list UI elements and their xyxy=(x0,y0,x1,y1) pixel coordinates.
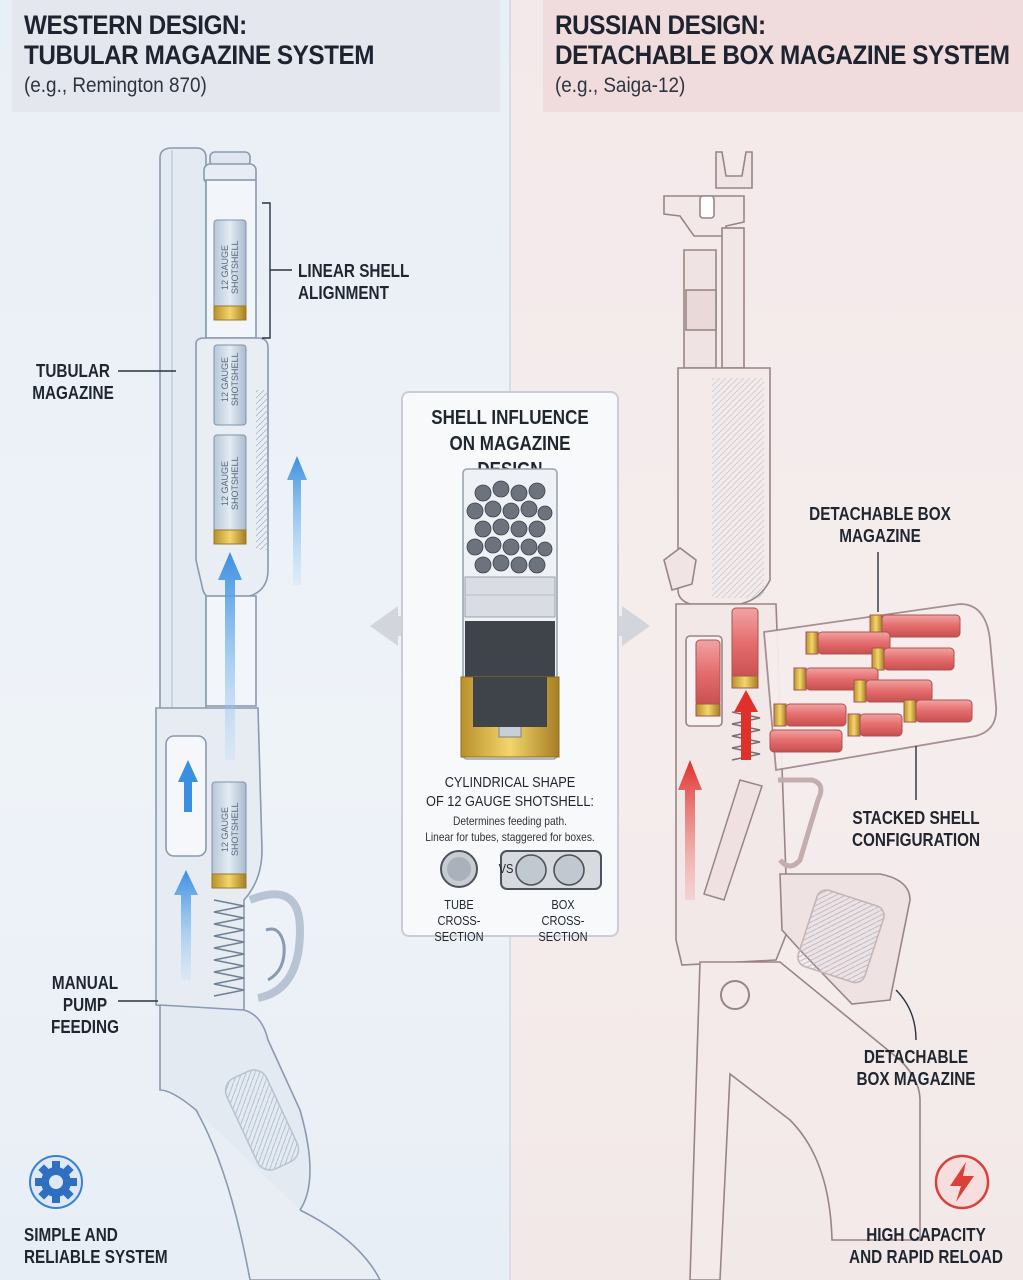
russian-header: RUSSIAN DESIGN: DETACHABLE BOX MAGAZINE … xyxy=(543,0,1023,112)
center-caption-1: CYLINDRICAL SHAPE xyxy=(444,774,576,791)
label-high-capacity: HIGH CAPACITY AND RAPID RELOAD xyxy=(841,1224,1011,1268)
box-label-2: CROSS-SECTION xyxy=(538,913,588,944)
shell-influence-panel: SHELL INFLUENCE ON MAGAZINE DESIGN CYLIN… xyxy=(401,391,619,944)
shell-text-5: 12 GAUGE xyxy=(220,461,230,506)
label-linear-shell-1: LINEAR SHELL xyxy=(298,261,410,281)
pump-shotgun xyxy=(155,147,381,1280)
shell-text-6: SHOTSHELL xyxy=(230,456,240,510)
tube-cross-label: TUBE CROSS-SECTION xyxy=(417,897,502,945)
center-note-2: Linear for tubes, staggered for boxes. xyxy=(425,830,595,844)
label-manual-pump: MANUAL PUMP FEEDING xyxy=(43,972,126,1038)
label-detachable-bottom-2: BOX MAGAZINE xyxy=(856,1069,976,1089)
shell-text-7: 12 GAUGE xyxy=(220,807,230,852)
tube-label-2: CROSS-SECTION xyxy=(434,913,484,944)
label-tubular-1: TUBULAR xyxy=(36,361,110,381)
feed-arrows-red xyxy=(678,690,758,900)
western-subtitle: (e.g., Remington 870) xyxy=(24,74,207,97)
shotshell-cutaway xyxy=(460,468,560,760)
label-detachable-bottom: DETACHABLE BOX MAGAZINE xyxy=(840,1046,993,1090)
label-linear-shell-2: ALIGNMENT xyxy=(298,283,389,303)
label-stacked-1: STACKED SHELL xyxy=(852,808,980,828)
label-simple-1: SIMPLE AND xyxy=(24,1225,118,1245)
label-high-2: AND RAPID RELOAD xyxy=(849,1247,1003,1267)
box-magazine xyxy=(695,603,998,901)
label-manual-2: PUMP xyxy=(62,995,108,1015)
russian-leaders xyxy=(877,552,917,1041)
label-simple-reliable: SIMPLE AND RELIABLE SYSTEM xyxy=(24,1224,168,1268)
lightning-icon xyxy=(934,1154,990,1210)
shell-text-2: SHOTSHELL xyxy=(230,240,240,294)
label-stacked-2: CONFIGURATION xyxy=(851,830,981,850)
saiga-shotgun xyxy=(663,151,921,1280)
feed-arrows-blue xyxy=(174,456,307,980)
label-linear-shell: LINEAR SHELL ALIGNMENT xyxy=(298,260,409,304)
center-caption: CYLINDRICAL SHAPE OF 12 GAUGE SHOTSHELL: xyxy=(419,773,601,811)
label-detachable-top: DETACHABLE BOX MAGAZINE xyxy=(804,503,957,547)
western-title-line1: WESTERN DESIGN: xyxy=(24,10,247,40)
cross-section-compare xyxy=(440,850,602,890)
shell-text-1: 12 GAUGE xyxy=(220,245,230,290)
shell-labels: 12 GAUGE SHOTSHELL 12 GAUGE SHOTSHELL 12… xyxy=(220,240,240,856)
label-manual-1: MANUAL xyxy=(51,973,119,993)
tube-shells xyxy=(211,219,247,997)
label-tubular-2: MAGAZINE xyxy=(32,383,114,403)
western-header: WESTERN DESIGN: TUBULAR MAGAZINE SYSTEM … xyxy=(12,0,500,112)
shell-text-8: SHOTSHELL xyxy=(230,802,240,856)
tube-label-1: TUBE xyxy=(444,897,474,912)
russian-subtitle: (e.g., Saiga-12) xyxy=(555,74,686,97)
center-title-1: SHELL INFLUENCE xyxy=(431,407,589,429)
shell-text-4: SHOTSHELL xyxy=(230,352,240,406)
box-cross-label: BOX CROSS-SECTION xyxy=(521,897,606,945)
box-label-1: BOX xyxy=(551,897,575,912)
western-leaders xyxy=(118,202,292,1002)
shell-text-3: 12 GAUGE xyxy=(220,357,230,402)
russian-title-line1: RUSSIAN DESIGN: xyxy=(555,10,766,40)
label-simple-2: RELIABLE SYSTEM xyxy=(24,1247,168,1267)
center-note: Determines feeding path. Linear for tube… xyxy=(419,813,601,845)
western-title-line2: TUBULAR MAGAZINE SYSTEM xyxy=(24,40,375,70)
label-detachable-bottom-1: DETACHABLE xyxy=(863,1047,969,1067)
gear-icon xyxy=(29,1155,83,1209)
russian-title-line2: DETACHABLE BOX MAGAZINE SYSTEM xyxy=(555,40,1010,70)
label-manual-3: FEEDING xyxy=(50,1017,119,1037)
label-detachable-top-2: MAGAZINE xyxy=(839,526,921,546)
label-tubular-magazine: TUBULAR MAGAZINE xyxy=(31,360,114,404)
center-note-1: Determines feeding path. xyxy=(453,814,567,828)
label-detachable-top-1: DETACHABLE BOX xyxy=(809,504,951,524)
label-stacked-shell: STACKED SHELL CONFIGURATION xyxy=(840,807,993,851)
vs-label: VS xyxy=(498,861,514,876)
label-high-1: HIGH CAPACITY xyxy=(866,1225,986,1245)
center-caption-2: OF 12 GAUGE SHOTSHELL: xyxy=(426,793,594,810)
